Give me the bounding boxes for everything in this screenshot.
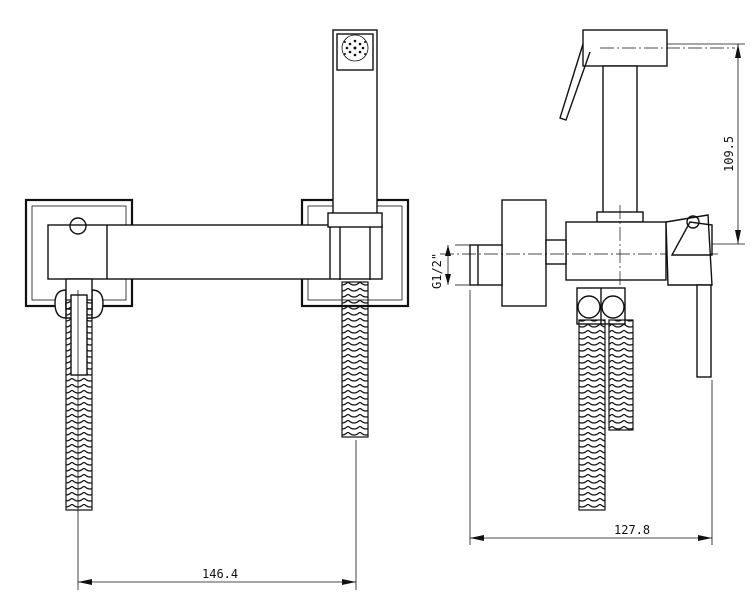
dimension-label-thread: G1/2" bbox=[430, 253, 444, 289]
dimension-label-height: 109.5 bbox=[722, 136, 736, 172]
dimension-head-height: 109.5 bbox=[667, 43, 745, 245]
front-view: 146.4 bbox=[24, 29, 410, 590]
spray-nozzle-icon bbox=[344, 39, 366, 57]
hose-fittings-side bbox=[576, 287, 626, 325]
dimension-horizontal-spacing: 146.4 bbox=[77, 290, 357, 590]
hoses-side bbox=[578, 319, 634, 511]
dimension-label-depth: 127.8 bbox=[614, 523, 650, 537]
wall-flange-side bbox=[496, 199, 547, 307]
side-view: 109.5 G1/2" 127.8 bbox=[430, 29, 745, 545]
dimension-label-spacing: 146.4 bbox=[202, 567, 238, 581]
thread-connector bbox=[445, 244, 503, 286]
hose-left bbox=[65, 294, 93, 511]
dimension-overall-depth: 127.8 bbox=[469, 290, 713, 545]
valve-lever-side bbox=[696, 284, 712, 378]
sprayer-handle-front bbox=[327, 29, 383, 280]
hose-right bbox=[341, 281, 369, 438]
horizontal-bar bbox=[47, 224, 383, 280]
sprayer-head-side bbox=[559, 29, 735, 223]
valve-body-side bbox=[440, 205, 720, 290]
